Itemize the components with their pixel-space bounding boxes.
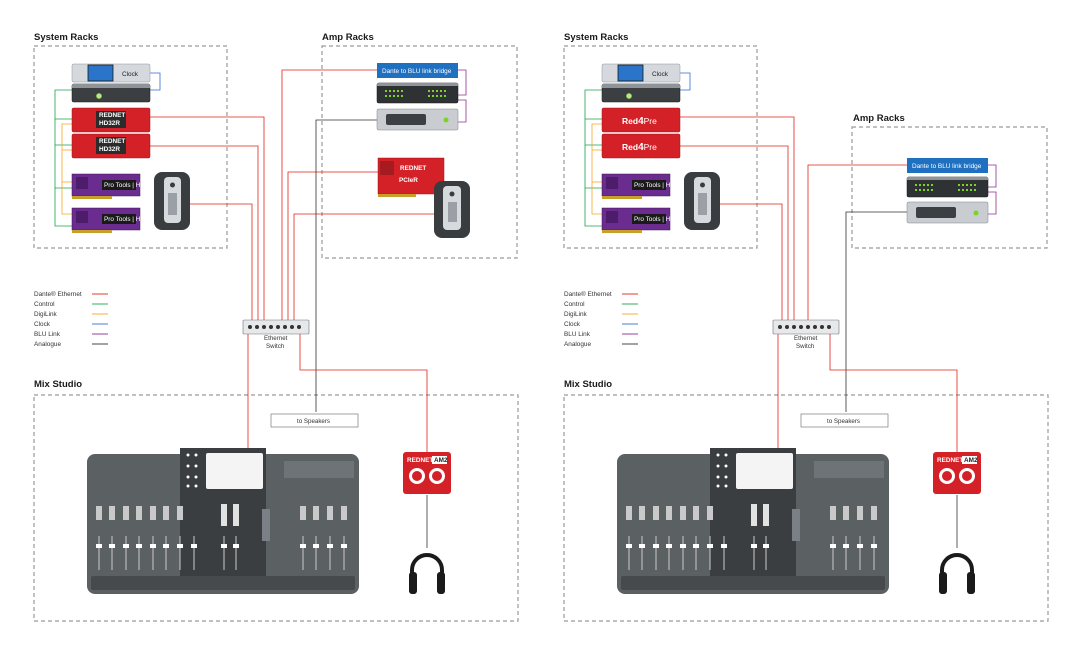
- red4pre-1-num: 4: [638, 116, 644, 127]
- pro-tools-hdx-card-2: Pro Tools | HDX: [71, 207, 150, 233]
- svg-text:Red4Pre: Red4Pre: [622, 142, 657, 153]
- right-switch-label-1: Ethernet: [794, 335, 818, 342]
- legend-label-0: Dante® Ethernet: [34, 290, 82, 298]
- am2-brand: REDNET: [407, 457, 433, 464]
- am2-model: AM2: [434, 457, 448, 464]
- red4pre-2-num: 4: [638, 142, 644, 153]
- right-amp-racks-box: [851, 126, 1048, 249]
- right-headphones-icon: [939, 553, 975, 594]
- right-system-racks-box: [563, 45, 758, 249]
- right-sync-unit: [601, 83, 681, 103]
- mix-studio-box: [33, 394, 519, 622]
- control-wire: [54, 89, 72, 227]
- right-pro-tools-hdx-card-2: Pro Tools | HDX: [601, 207, 680, 233]
- mix-studio-title: Mix Studio: [34, 379, 82, 390]
- right-legend-label-5: Analogue: [564, 341, 591, 348]
- rednet-hd32r-1: REDNET HD32R: [71, 107, 151, 133]
- right-legend-label-4: BLU Link: [564, 331, 591, 338]
- right-dsp-unit: [906, 201, 989, 224]
- headphones-icon: [409, 553, 445, 594]
- legend-label-5: Analogue: [34, 341, 61, 348]
- sync-unit: [71, 83, 151, 103]
- right-amp-racks-title: Amp Racks: [853, 113, 905, 124]
- left-diagram: System Racks Amp Racks Mix Studio: [33, 32, 519, 622]
- hd32r-1-model: HD32R: [99, 120, 120, 127]
- right-hdx-1-label: Pro Tools | HDX: [634, 182, 680, 189]
- hd32r-2-brand: REDNET: [99, 138, 125, 145]
- hdx-1-label: Pro Tools | HDX: [104, 182, 150, 189]
- right-diagram: System Racks Amp Racks Mix Studio: [563, 32, 1049, 622]
- system-racks-box: [33, 45, 228, 249]
- pro-tools-hdx-card-1: Pro Tools | HDX: [71, 173, 150, 199]
- right-legend-label-1: Control: [564, 301, 585, 308]
- red4pre-1-pre: Pre: [644, 116, 658, 126]
- amp-racks-box: [321, 45, 518, 259]
- right-legend-label-0: Dante® Ethernet: [564, 290, 612, 298]
- red4pre-1-red: Red: [622, 116, 638, 126]
- red4pre-1: Red4Pre: [601, 107, 681, 133]
- right-to-speakers-label-box: to Speakers: [800, 413, 889, 428]
- remote-controller-1: [154, 172, 190, 230]
- dsp-unit: [376, 108, 459, 131]
- legend-label-3: Clock: [34, 321, 51, 328]
- clock-unit: Clock: [71, 63, 151, 83]
- red4pre-2: Red4Pre: [601, 133, 681, 159]
- right-hdx-2-label: Pro Tools | HDX: [634, 216, 680, 223]
- right-wires: [584, 72, 997, 548]
- right-clock-label: Clock: [652, 71, 669, 78]
- right-switch-label-2: Switch: [796, 343, 815, 350]
- ethernet-switch: Ethernet Switch: [242, 319, 310, 350]
- legend: Dante® Ethernet Control DigiLink Clock B…: [34, 290, 108, 348]
- red4pre-2-red: Red: [622, 142, 638, 152]
- right-legend-label-2: DigiLink: [564, 311, 588, 318]
- amp-rack-unit: [376, 82, 459, 104]
- right-pro-tools-hdx-card-1: Pro Tools | HDX: [601, 173, 680, 199]
- svg-text:Red4Pre: Red4Pre: [622, 116, 657, 127]
- dante-blu-bridge: Dante to BLU link bridge: [377, 63, 458, 78]
- right-am2-brand: REDNET: [937, 457, 963, 464]
- clock-wire: [150, 72, 161, 91]
- red4pre-2-pre: Pre: [644, 142, 658, 152]
- right-mix-studio-title: Mix Studio: [564, 379, 612, 390]
- pcier-model: PCIeR: [399, 177, 418, 184]
- to-speakers-label-box: to Speakers: [270, 413, 359, 428]
- switch-label-1: Ethernet: [264, 335, 288, 342]
- hd32r-2-model: HD32R: [99, 146, 120, 153]
- right-amp-rack-unit: [906, 176, 989, 198]
- wires: [54, 69, 467, 548]
- to-speakers-label: to Speakers: [297, 418, 330, 425]
- switch-label-2: Switch: [266, 343, 285, 350]
- right-mixing-console: [617, 448, 889, 594]
- right-system-racks-title: System Racks: [564, 32, 628, 43]
- hd32r-1-brand: REDNET: [99, 112, 125, 119]
- right-bridge-label: Dante to BLU link bridge: [912, 163, 982, 170]
- legend-label-2: DigiLink: [34, 311, 58, 318]
- remote-controller-2: [434, 181, 470, 238]
- right-legend-label-3: Clock: [564, 321, 581, 328]
- legend-label-4: BLU Link: [34, 331, 61, 338]
- amp-racks-title: Amp Racks: [322, 32, 374, 43]
- right-ethernet-switch: Ethernet Switch: [772, 319, 840, 350]
- system-racks-title: System Racks: [34, 32, 98, 43]
- digilink-wire: [61, 123, 72, 215]
- right-to-speakers-label: to Speakers: [827, 418, 860, 425]
- clock-label: Clock: [122, 71, 139, 78]
- right-am2-model: AM2: [964, 457, 978, 464]
- pcier-brand: REDNET: [400, 165, 426, 172]
- right-rednet-am2: REDNET AM2: [933, 452, 981, 494]
- right-dante-blu-bridge: Dante to BLU link bridge: [907, 158, 988, 173]
- bridge-label: Dante to BLU link bridge: [382, 68, 452, 75]
- right-legend: Dante® Ethernet Control DigiLink Clock B…: [564, 290, 638, 348]
- rednet-hd32r-2: REDNET HD32R: [71, 133, 151, 159]
- mixing-console: [87, 448, 359, 594]
- right-clock-unit: Clock: [601, 63, 681, 83]
- rednet-am2: REDNET AM2: [403, 452, 451, 494]
- legend-label-1: Control: [34, 301, 55, 308]
- right-mix-studio-box: [563, 394, 1049, 622]
- rednet-pcier-card: REDNET PCIeR: [377, 157, 445, 197]
- right-remote-controller: [684, 172, 720, 230]
- hdx-2-label: Pro Tools | HDX: [104, 216, 150, 223]
